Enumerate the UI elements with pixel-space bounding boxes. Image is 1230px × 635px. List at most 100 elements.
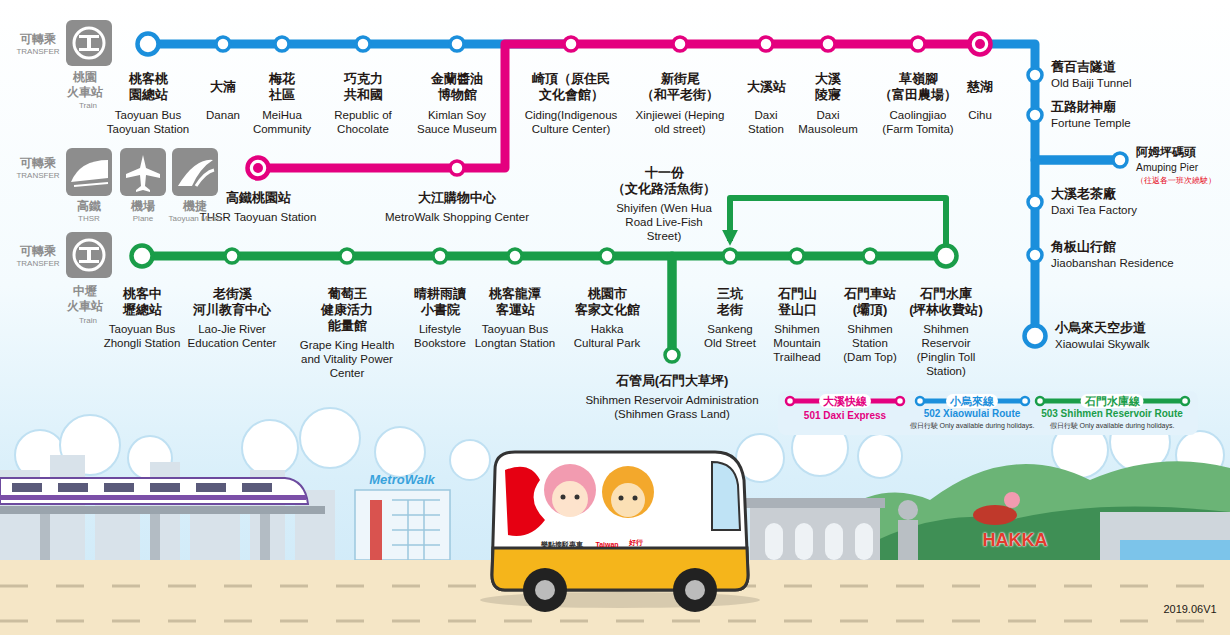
route-line xyxy=(730,198,946,245)
stop-name-zh: 大溪老茶廠 xyxy=(1051,186,1137,202)
bus-text: Taiwan xyxy=(595,540,618,549)
bus-text: 好行 xyxy=(629,538,643,547)
bus-stop: 金蘭醬油 博物館Kimlan Soy Sauce Museum xyxy=(448,35,466,53)
stop-label: 舊百吉隧道Old Baiji Tunnel xyxy=(1051,59,1132,90)
stop-name-en: Lao-Jie River Education Center xyxy=(185,322,280,350)
bus-text: 樂點接駁專車 xyxy=(541,540,583,549)
bus-stop: 大湳Danan xyxy=(214,35,232,53)
stop-name-zh: 十一份 （文化路活魚街） xyxy=(612,165,716,197)
stop-name-en: Fortune Temple xyxy=(1051,116,1131,130)
stop-name-en: Xinjiewei (Heping old street) xyxy=(629,108,731,136)
transfer-label: TRANSFER xyxy=(16,171,59,181)
bus-stop: 崎頂（原住民 文化會館）Ciding(Indigenous Culture Ce… xyxy=(562,35,580,53)
mode-name: Train xyxy=(79,101,97,111)
stop-name-en: Taoyuan Bus Taoyuan Station xyxy=(103,108,193,136)
stop-circle xyxy=(663,346,681,364)
stop-circle xyxy=(448,159,466,177)
route-line xyxy=(289,40,356,49)
hakka-figure xyxy=(973,492,1020,525)
stop-name-en: Shihmen Reservoir Administration (Shihme… xyxy=(585,393,760,421)
stop-circle xyxy=(1026,106,1044,124)
route-line xyxy=(370,40,450,49)
route-line xyxy=(239,252,340,261)
route-name: 501 Daxi Express xyxy=(804,410,886,422)
stop-name-en: Daxi Station xyxy=(741,108,791,136)
stop-circle xyxy=(909,35,927,53)
stop-label: 角板山行館Jiaobanshan Residence xyxy=(1051,239,1174,270)
route-line xyxy=(522,252,600,261)
route-name: 502 Xiaowulai Route xyxy=(924,408,1021,420)
stop-label: 金蘭醬油 博物館 Kimlan Soy Sauce Museum xyxy=(357,70,557,136)
stop-circle xyxy=(562,35,580,53)
stop-circle xyxy=(214,35,232,53)
stop-circle xyxy=(129,243,155,269)
route-line xyxy=(1031,209,1040,248)
bus-stop: 高鐵桃園站THSR Taoyuan Station xyxy=(245,155,271,181)
mode-name: Taoyuan Metro xyxy=(169,214,222,224)
stop-name-zh: 小烏來天空步道 xyxy=(1055,320,1150,336)
dam xyxy=(1100,512,1230,560)
bus-stop: 阿姆坪碼頭Amuping Pier（往返各一班次繞駛） xyxy=(1111,151,1129,169)
stop-name-en: Ciding(Indigenous Culture Center) xyxy=(519,108,624,136)
bus-stop: 舊百吉隧道Old Baiji Tunnel xyxy=(1026,66,1044,84)
legend-text: 石門水庫線 xyxy=(1081,394,1144,408)
stop-circle xyxy=(135,31,161,57)
stop-name-en: Danan xyxy=(193,108,253,122)
city xyxy=(0,455,335,560)
route-line xyxy=(804,252,863,261)
stop-circle xyxy=(721,247,739,265)
stop-name-zh: 五路財神廟 xyxy=(1051,99,1131,115)
hill xyxy=(840,507,1230,560)
stop-name-zh: 金蘭醬油 博物館 xyxy=(357,70,557,104)
route-line xyxy=(153,252,225,261)
route-line xyxy=(354,252,433,261)
sign-text: HAKKA xyxy=(983,530,1048,551)
route-name: 503 Shihmen Reservoir Route xyxy=(1041,408,1183,420)
stop-label: 五路財神廟Fortune Temple xyxy=(1051,99,1131,130)
stop-name-en: MetroWalk Shopping Center xyxy=(372,210,542,224)
stop-name-en: Shihmen Reservoir (Pinglin Toll Station) xyxy=(912,322,980,378)
bus xyxy=(480,452,760,612)
shopping-mall xyxy=(355,490,450,560)
stop-name-en: Jiaobanshan Residence xyxy=(1051,256,1174,270)
memorial-hall xyxy=(745,498,918,560)
stop-label: 崎頂（原住民 文化會館）Ciding(Indigenous Culture Ce… xyxy=(471,70,671,136)
bus-stop: 石管局(石門大草坪)Shihmen Reservoir Administrati… xyxy=(663,346,681,364)
route-line xyxy=(1031,262,1040,325)
stop-label: 阿姆坪碼頭Amuping Pier（往返各一班次繞駛） xyxy=(1136,144,1216,187)
stop-circle xyxy=(933,243,959,269)
route-line xyxy=(159,40,216,49)
stop-name-en: Kimlan Soy Sauce Museum xyxy=(417,108,497,136)
stop-label: 大江購物中心MetroWalk Shopping Center xyxy=(357,190,557,224)
mode-name: Plane xyxy=(133,214,153,224)
route-line xyxy=(925,40,969,49)
bus-stop: 新街尾 （和平老街）Xinjiewei (Heping old street) xyxy=(671,35,689,53)
sign-text: MetroWalk xyxy=(369,472,435,487)
transfer-label: TRANSFER xyxy=(16,47,59,57)
stop-name-en: Old Baiji Tunnel xyxy=(1051,76,1132,90)
stop-name-en: Lifestyle Bookstore xyxy=(409,322,471,350)
stop-circle xyxy=(223,247,241,265)
bus-stop: 角板山行館Jiaobanshan Residence xyxy=(1026,246,1044,264)
stop-circle xyxy=(448,35,466,53)
bus-stop: 五路財神廟Fortune Temple xyxy=(1026,106,1044,124)
station-name: 中壢 火車站 xyxy=(67,284,103,314)
stop-name-en: Republic of Chocolate xyxy=(328,108,398,136)
stop-circle xyxy=(354,35,372,53)
stop-circle xyxy=(431,247,449,265)
bus-stop: 大江購物中心MetroWalk Shopping Center xyxy=(448,159,466,177)
stop-circle xyxy=(1111,151,1129,169)
stop-label: 慈湖Cihu xyxy=(880,70,1080,122)
bus-stop: 慈湖Cihu xyxy=(967,31,993,57)
stop-label: 石門水庫 (坪林收費站)Shihmen Reservoir (Pinglin T… xyxy=(846,286,1046,378)
stop-circle xyxy=(757,35,775,53)
stop-name-en: Xiaowulai Skywalk xyxy=(1055,337,1150,351)
bus-stop: 桃客桃 園總站Taoyuan Bus Taoyuan Station xyxy=(135,31,161,57)
stop-label: 大溪老茶廠Daxi Tea Factory xyxy=(1051,186,1137,217)
stop-circle xyxy=(598,247,616,265)
stop-name-en: Daxi Tea Factory xyxy=(1051,203,1137,217)
stop-circle xyxy=(671,35,689,53)
bus-stop: 桃客中 壢總站Taoyuan Bus Zhongli Station xyxy=(129,243,155,269)
route-line xyxy=(877,252,935,261)
